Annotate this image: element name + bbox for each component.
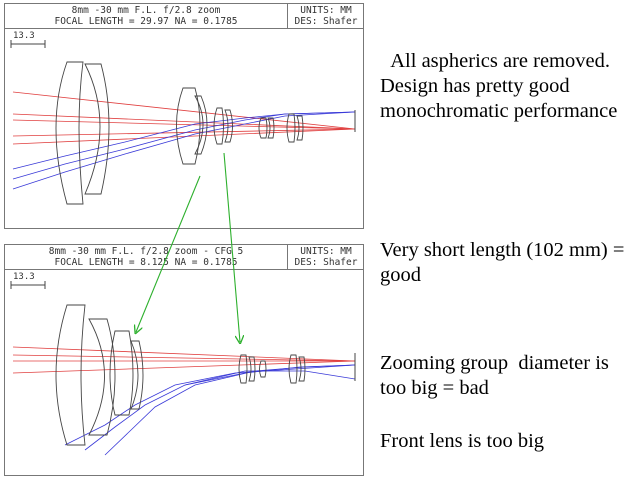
rear-lens-3 (286, 113, 296, 143)
header-title-box: 8mm -30 mm F.L. f/2.8 zoom FOCAL LENGTH … (5, 4, 288, 28)
rear-lens-4 (296, 115, 304, 141)
rear-lens-3 (288, 354, 298, 384)
mid-lens-2 (248, 356, 256, 382)
diagram-header: 8mm -30 mm F.L. f/2.8 zoom - CFG 5 FOCAL… (5, 245, 363, 270)
design-title: 8mm -30 mm F.L. f/2.8 zoom - CFG 5 (48, 246, 244, 257)
zoom-group-lens-2 (194, 95, 208, 155)
units-label: UNITS: MM (300, 246, 352, 257)
front-lens-2 (88, 318, 116, 436)
front-lens (55, 61, 84, 205)
mid-group-arrow (223, 152, 240, 342)
lens-diagram-wide: 8mm -30 mm F.L. f/2.8 zoom FOCAL LENGTH … (4, 3, 364, 229)
zoom-group-arrow (136, 175, 201, 332)
front-lens (55, 304, 86, 446)
mid-lens-2 (224, 109, 233, 143)
designer-label: DES: Shafer (294, 16, 358, 27)
red-ray-bundle (12, 346, 356, 374)
lens-elements (55, 61, 304, 205)
lens-diagram-tele: 8mm -30 mm F.L. f/2.8 zoom - CFG 5 FOCAL… (4, 244, 364, 476)
diagram-header: 8mm -30 mm F.L. f/2.8 zoom FOCAL LENGTH … (5, 4, 363, 29)
red-ray-bundle (12, 91, 356, 145)
note-zoom-diameter: Zooming group diameter is too big = bad (380, 352, 614, 399)
header-title-box: 8mm -30 mm F.L. f/2.8 zoom - CFG 5 FOCAL… (5, 245, 288, 269)
design-title: 8mm -30 mm F.L. f/2.8 zoom (71, 5, 221, 16)
units-label: UNITS: MM (300, 5, 352, 16)
focal-length-label: FOCAL LENGTH = 29.97 NA = 0.1785 (54, 16, 238, 27)
note-aspherics: All aspherics are removed. Design has pr… (380, 50, 621, 122)
designer-label: DES: Shafer (294, 257, 358, 268)
focal-length-label: FOCAL LENGTH = 8.125 NA = 0.1785 (54, 257, 238, 268)
rear-lens-4 (298, 356, 306, 382)
lens-layout-tele (10, 281, 356, 456)
rear-lens-2 (267, 117, 275, 139)
scale-bar-label: 13.3 (13, 31, 35, 41)
zoom-group-lens-2 (130, 340, 144, 410)
rear-lens-1 (259, 360, 267, 378)
rear-lens-1 (258, 117, 268, 139)
front-lens-2 (84, 63, 110, 195)
zoom-group-lens (109, 330, 134, 416)
blue-ray-bundle (12, 111, 356, 190)
mid-lens-1 (238, 354, 248, 384)
note-length: Very short length (102 mm) = good (380, 239, 630, 286)
lens-elements (55, 304, 306, 446)
scale-bar-label: 13.3 (13, 272, 35, 282)
lens-layout-wide (10, 40, 356, 205)
note-front-lens: Front lens is too big (380, 430, 545, 452)
mid-lens-1 (213, 107, 224, 145)
zoom-group-lens (176, 87, 201, 165)
